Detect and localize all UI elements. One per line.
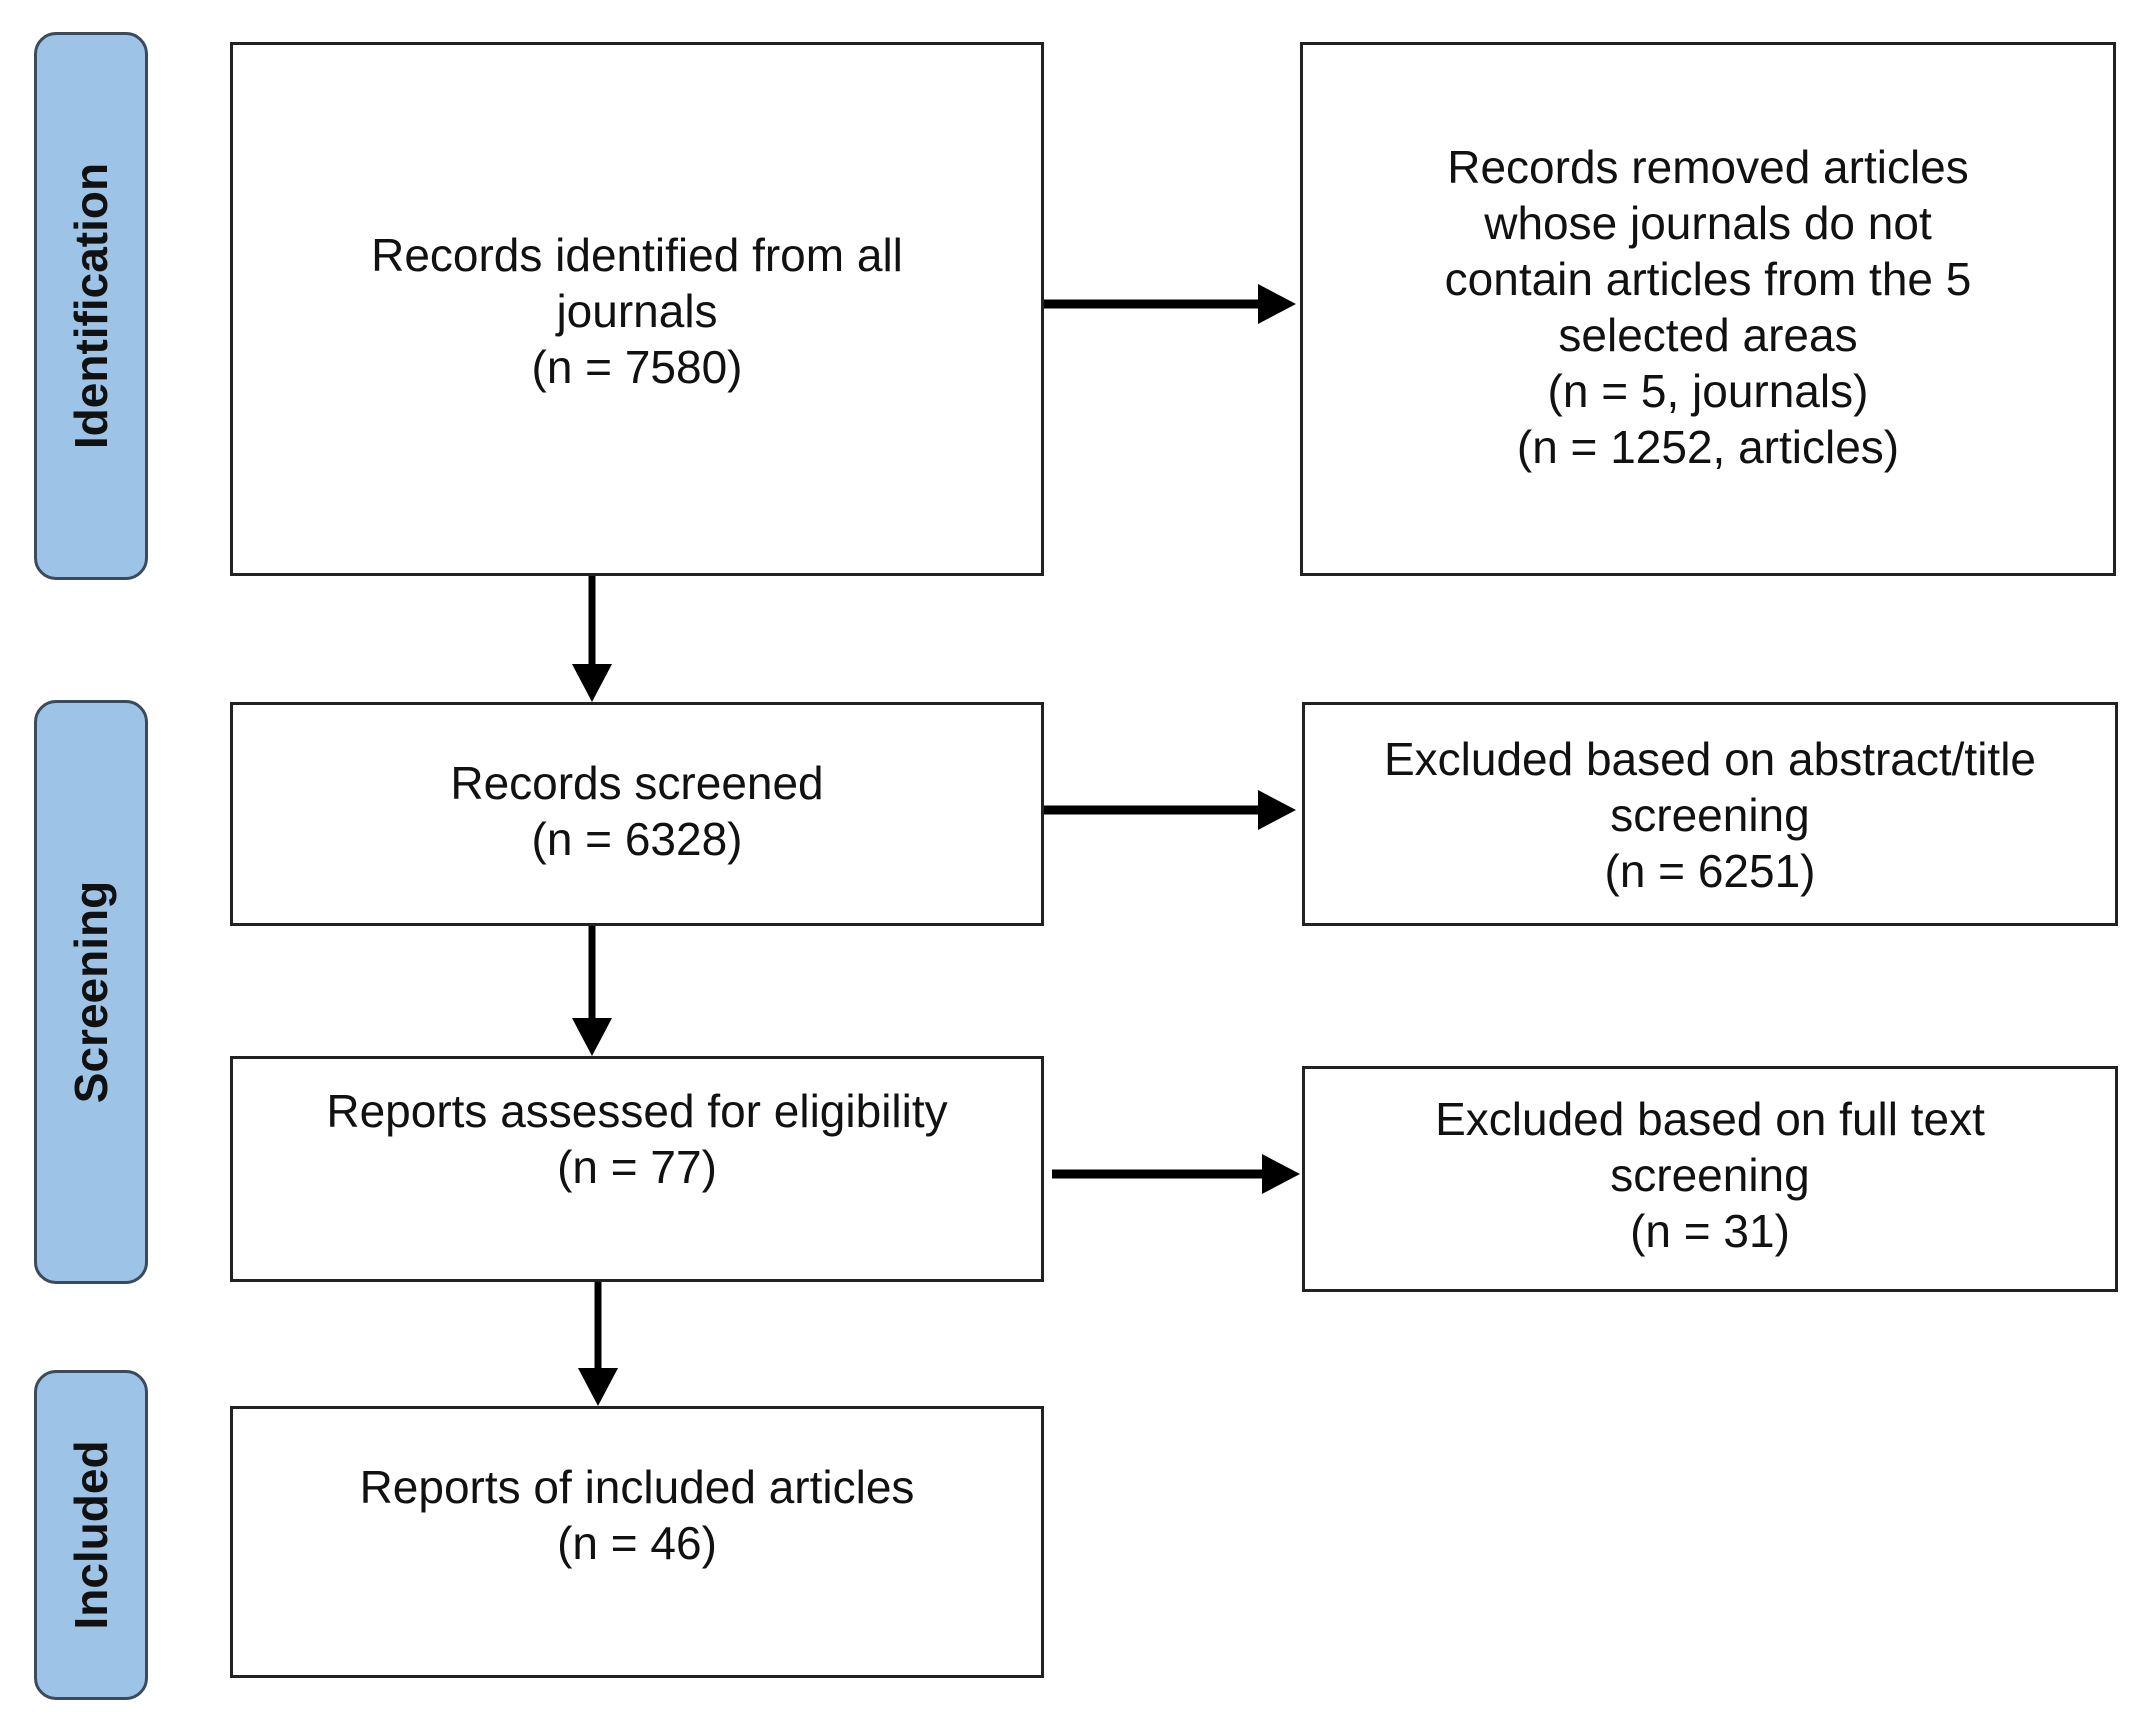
phase-identification: Identification [34, 32, 148, 580]
box-records-removed-line-2: whose journals do not [1484, 197, 1932, 249]
box-excluded-abstract-line-2: screening [1610, 789, 1810, 841]
box-reports-assessed-line-1: Reports assessed for eligibility [326, 1085, 948, 1137]
arrow-assessed-to-excluded-fulltext [1052, 1154, 1300, 1194]
arrow-assessed-to-included [578, 1282, 618, 1406]
box-excluded-abstract: Excluded based on abstract/title screeni… [1302, 702, 2118, 926]
box-excluded-fulltext-line-3: (n = 31) [1630, 1205, 1790, 1257]
box-records-removed-line-5: (n = 5, journals) [1547, 365, 1869, 417]
box-records-identified-line-2: journals [556, 285, 718, 337]
box-excluded-abstract-line-3: (n = 6251) [1604, 845, 1816, 897]
arrow-identified-to-screened [572, 576, 612, 702]
phase-screening: Screening [34, 700, 148, 1284]
box-records-screened: Records screened (n = 6328) [230, 702, 1044, 926]
box-reports-included-line-1: Reports of included articles [359, 1461, 915, 1513]
box-records-removed: Records removed articles whose journals … [1300, 42, 2116, 576]
arrow-identified-to-removed [1044, 284, 1296, 324]
box-reports-included-line-2: (n = 46) [557, 1517, 717, 1569]
phase-included: Included [34, 1370, 148, 1700]
box-reports-assessed-line-2: (n = 77) [557, 1141, 717, 1193]
box-records-identified: Records identified from all journals (n … [230, 42, 1044, 576]
box-records-identified-line-3: (n = 7580) [531, 341, 743, 393]
arrow-screened-to-assessed [572, 926, 612, 1056]
box-excluded-fulltext-line-2: screening [1610, 1149, 1810, 1201]
box-records-screened-line-1: Records screened [450, 757, 824, 809]
box-excluded-fulltext-line-1: Excluded based on full text [1435, 1093, 1985, 1145]
box-records-identified-line-1: Records identified from all [371, 229, 903, 281]
box-reports-assessed: Reports assessed for eligibility (n = 77… [230, 1056, 1044, 1282]
box-records-removed-line-3: contain articles from the 5 [1444, 253, 1972, 305]
box-excluded-abstract-line-1: Excluded based on abstract/title [1383, 733, 2037, 785]
box-records-removed-line-4: selected areas [1558, 309, 1858, 361]
box-records-removed-line-6: (n = 1252, articles) [1516, 421, 1900, 473]
box-records-removed-line-1: Records removed articles [1447, 141, 1969, 193]
box-records-screened-line-2: (n = 6328) [531, 813, 743, 865]
box-excluded-fulltext: Excluded based on full text screening (n… [1302, 1066, 2118, 1292]
arrow-screened-to-excluded-abstract [1044, 790, 1296, 830]
box-reports-included: Reports of included articles (n = 46) [230, 1406, 1044, 1678]
